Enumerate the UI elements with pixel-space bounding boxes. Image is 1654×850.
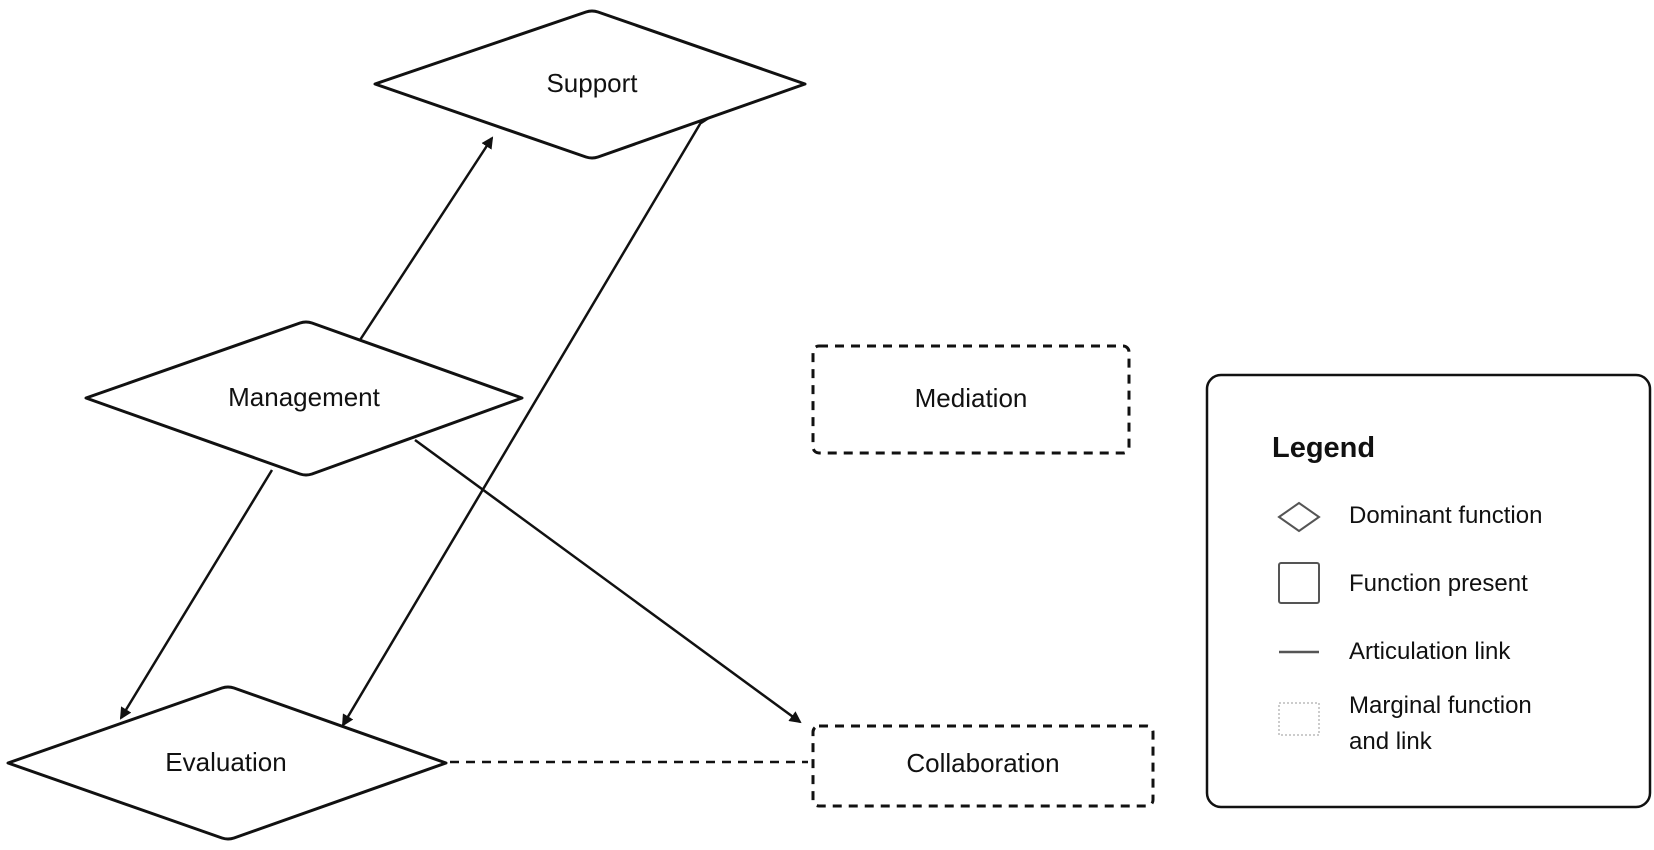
legend: Legend Dominant function Function presen… bbox=[1205, 373, 1652, 809]
links bbox=[119, 112, 808, 764]
legend-articulation-label: Articulation link bbox=[1349, 638, 1511, 665]
legend-dominant-label: Dominant function bbox=[1349, 502, 1542, 529]
collaboration-label: Collaboration bbox=[906, 748, 1059, 778]
legend-marginal-label-line2: and link bbox=[1349, 728, 1433, 755]
support-diamond bbox=[373, 9, 807, 160]
legend-present-label: Function present bbox=[1349, 570, 1528, 597]
node-evaluation: Evaluation bbox=[6, 685, 448, 841]
management-label: Management bbox=[228, 382, 381, 412]
evaluation-diamond bbox=[6, 685, 448, 841]
legend-marginal-label-line1: Marginal function bbox=[1349, 692, 1532, 719]
diamond-icon bbox=[1277, 501, 1321, 533]
node-support: Support bbox=[373, 9, 807, 160]
link-support-evaluation bbox=[341, 112, 711, 727]
evaluation-label: Evaluation bbox=[165, 747, 286, 777]
node-mediation: Mediation bbox=[811, 344, 1131, 455]
legend-title: Legend bbox=[1272, 432, 1375, 464]
node-management: Management bbox=[84, 320, 524, 477]
square-icon bbox=[1278, 562, 1320, 604]
link-management-support bbox=[358, 136, 494, 341]
dotted-square-icon bbox=[1278, 702, 1320, 736]
mediation-label: Mediation bbox=[915, 383, 1028, 413]
node-collaboration: Collaboration bbox=[811, 724, 1155, 808]
mediation-box bbox=[811, 344, 1131, 455]
support-label: Support bbox=[546, 68, 638, 98]
collaboration-box bbox=[811, 724, 1155, 808]
link-management-collaboration bbox=[414, 438, 802, 724]
management-diamond bbox=[84, 320, 524, 477]
link-management-evaluation bbox=[119, 469, 274, 720]
legend-box bbox=[1205, 373, 1652, 809]
